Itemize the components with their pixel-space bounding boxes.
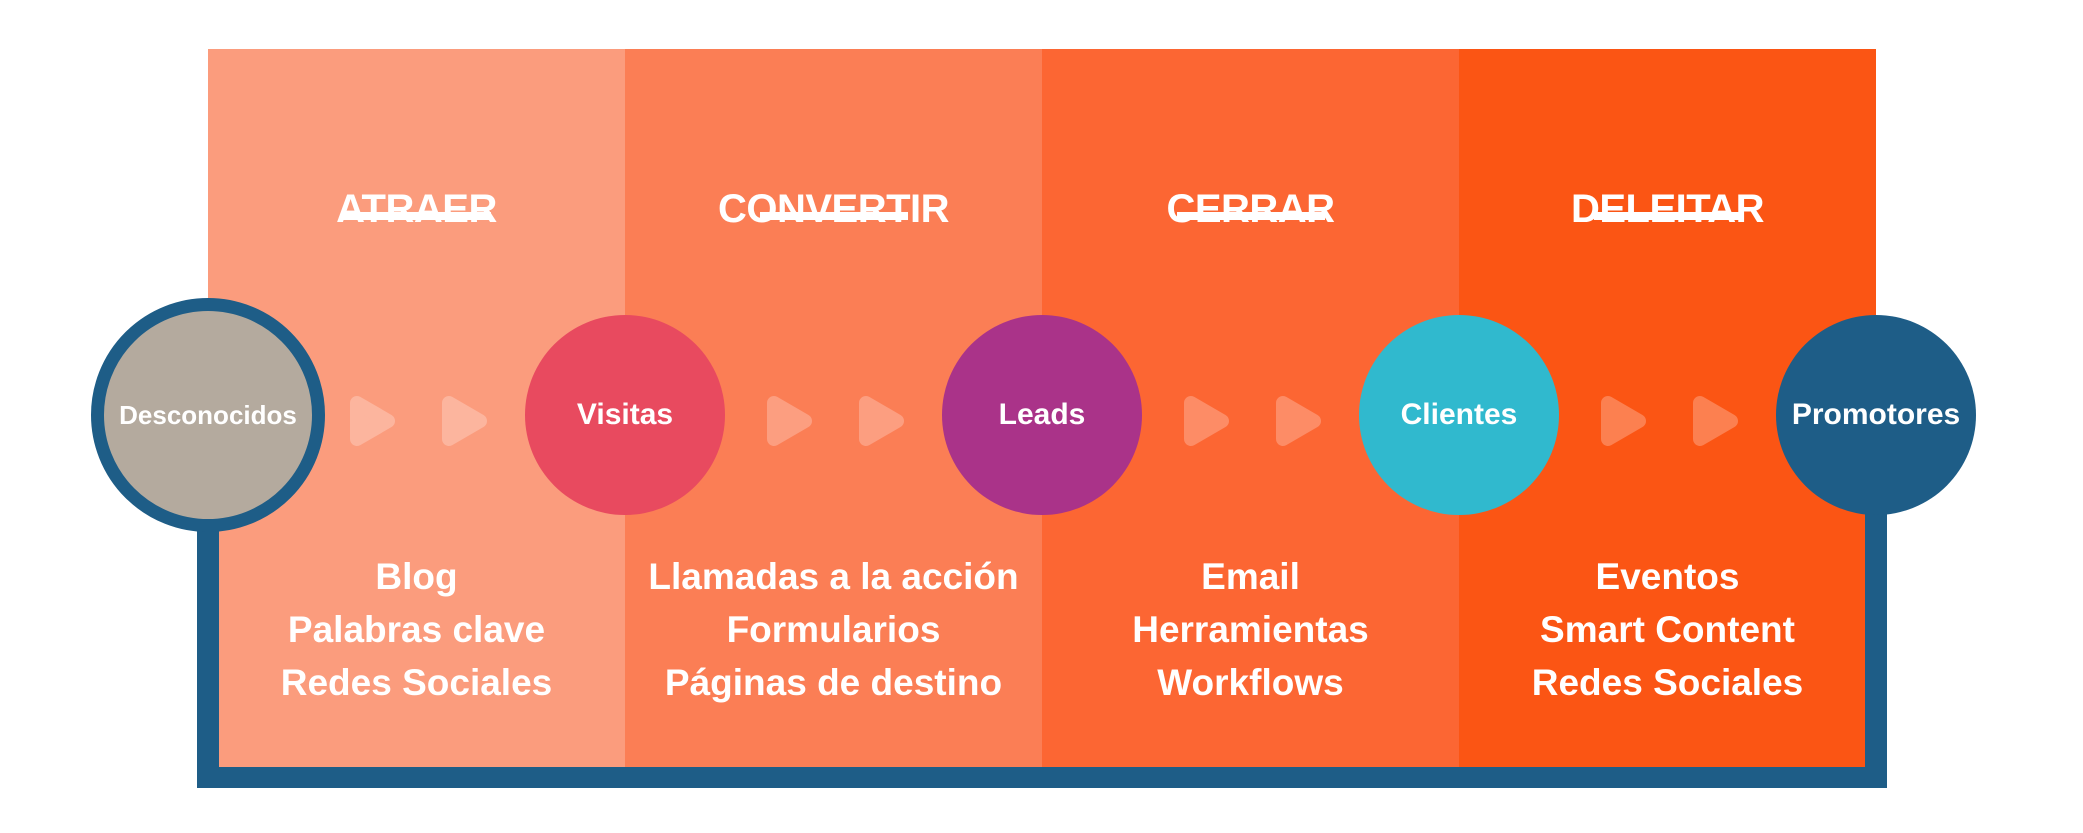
list-item: Blog: [375, 556, 458, 597]
forward-arrow-icon: [858, 396, 904, 446]
stage-tactics-list: Email Herramientas Workflows: [1042, 550, 1459, 709]
forward-arrow-icon: [349, 396, 395, 446]
milestone-label: Promotores: [1791, 398, 1961, 431]
stage-title: CERRAR: [1166, 187, 1335, 231]
stage-title: DELEITAR: [1570, 187, 1765, 231]
milestone-circle-visitas: Visitas: [525, 315, 725, 515]
list-item: Redes Sociales: [280, 662, 553, 703]
stage-tactics-list: Eventos Smart Content Redes Sociales: [1459, 550, 1876, 709]
milestone-label: Desconocidos: [119, 399, 297, 430]
forward-arrow-icon: [441, 396, 487, 446]
milestone-circle-leads: Leads: [942, 315, 1142, 515]
milestone-label: Leads: [998, 398, 1086, 431]
title-underline: [1593, 212, 1742, 220]
forward-arrow-icon: [766, 396, 812, 446]
milestone-circle-promotores: Promotores: [1776, 315, 1976, 515]
stage-tactics-list: Blog Palabras clave Redes Sociales: [208, 550, 625, 709]
title-underline: [342, 212, 491, 220]
stage-arrows: [761, 388, 907, 454]
frame-bottom-bar: [197, 767, 1887, 788]
list-item: Formularios: [726, 609, 941, 650]
list-item: Páginas de destino: [664, 662, 1003, 703]
list-item: Palabras clave: [287, 609, 546, 650]
forward-arrow-icon: [1183, 396, 1229, 446]
frame-stem-right: [1865, 430, 1887, 788]
list-item: Herramientas: [1132, 609, 1369, 650]
list-item: Workflows: [1157, 662, 1344, 703]
milestone-label: Clientes: [1400, 398, 1518, 431]
list-item: Smart Content: [1540, 609, 1795, 650]
forward-arrow-icon: [1600, 396, 1646, 446]
list-item: Email: [1201, 556, 1300, 597]
stage-arrows: [1178, 388, 1324, 454]
forward-arrow-icon: [1692, 396, 1738, 446]
milestone-label: Visitas: [576, 398, 674, 431]
title-underline: [1176, 212, 1325, 220]
stage-tactics-list: Llamadas a la acción Formularios Páginas…: [625, 550, 1042, 709]
forward-arrow-icon: [1275, 396, 1321, 446]
stage-arrows: [1595, 388, 1741, 454]
stage-title: CONVERTIR: [717, 187, 950, 231]
title-underline: [759, 212, 908, 220]
milestone-circle-clientes: Clientes: [1359, 315, 1559, 515]
stage-title: ATRAER: [336, 187, 497, 231]
list-item: Redes Sociales: [1531, 662, 1804, 703]
milestone-circle-desconocidos: Desconocidos: [91, 298, 325, 532]
list-item: Eventos: [1595, 556, 1740, 597]
list-item: Llamadas a la acción: [648, 556, 1019, 597]
stage-arrows: [344, 388, 490, 454]
